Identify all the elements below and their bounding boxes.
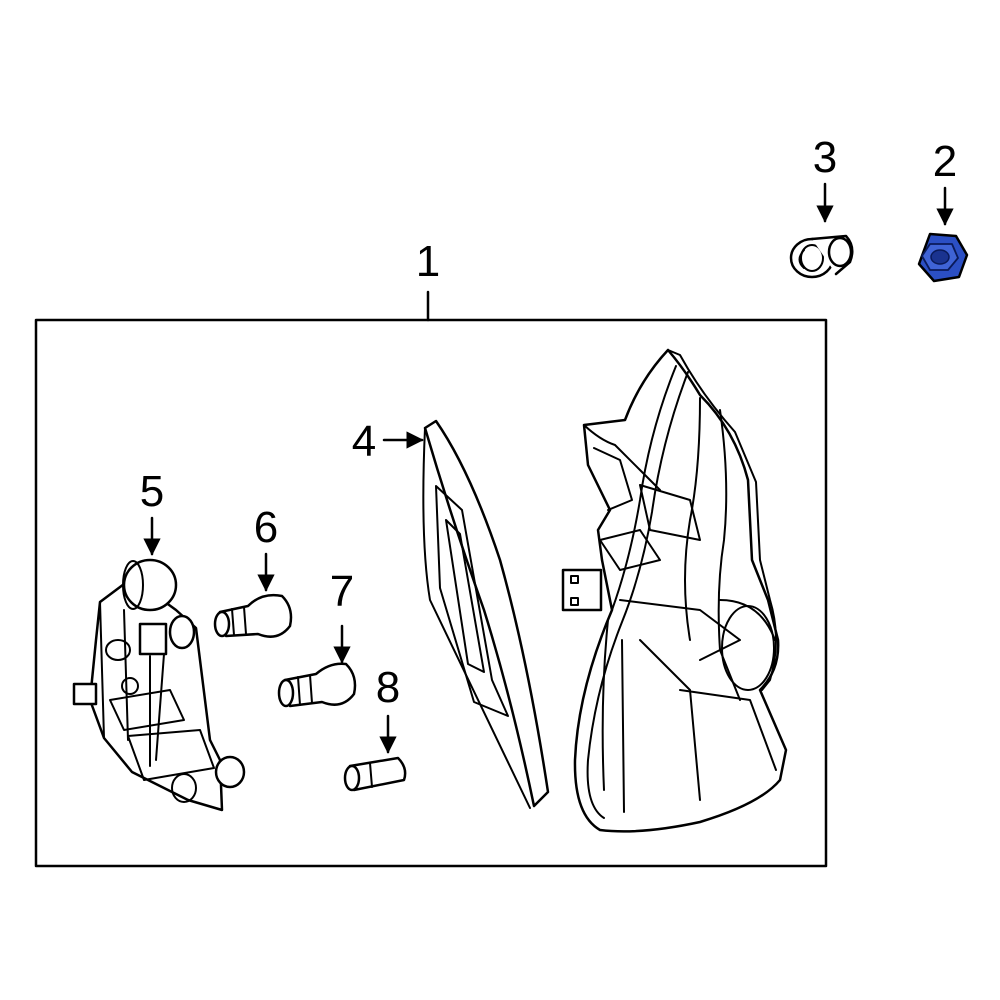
bulb-6-part[interactable]	[213, 593, 293, 638]
hex-nut-part[interactable]	[917, 232, 969, 283]
callout-7[interactable]: 7	[330, 567, 354, 616]
tail-lamp-housing	[561, 348, 788, 833]
assembly-frame	[34, 318, 828, 868]
callout-6[interactable]: 6	[254, 503, 278, 552]
callout-2[interactable]: 2	[933, 137, 957, 186]
callout-3[interactable]: 3	[813, 133, 837, 182]
callout-8[interactable]: 8	[376, 663, 400, 712]
clip-grommet-part[interactable]	[789, 234, 854, 279]
callout-4[interactable]: 4	[352, 417, 376, 466]
bulb-8-part[interactable]	[343, 756, 407, 792]
lens-gasket-part[interactable]	[422, 419, 550, 809]
bulb-7-part[interactable]	[277, 662, 357, 708]
callout-5[interactable]: 5	[140, 467, 164, 516]
bulb-socket-carrier-part[interactable]	[72, 558, 246, 812]
callout-1[interactable]: 1	[416, 237, 440, 286]
